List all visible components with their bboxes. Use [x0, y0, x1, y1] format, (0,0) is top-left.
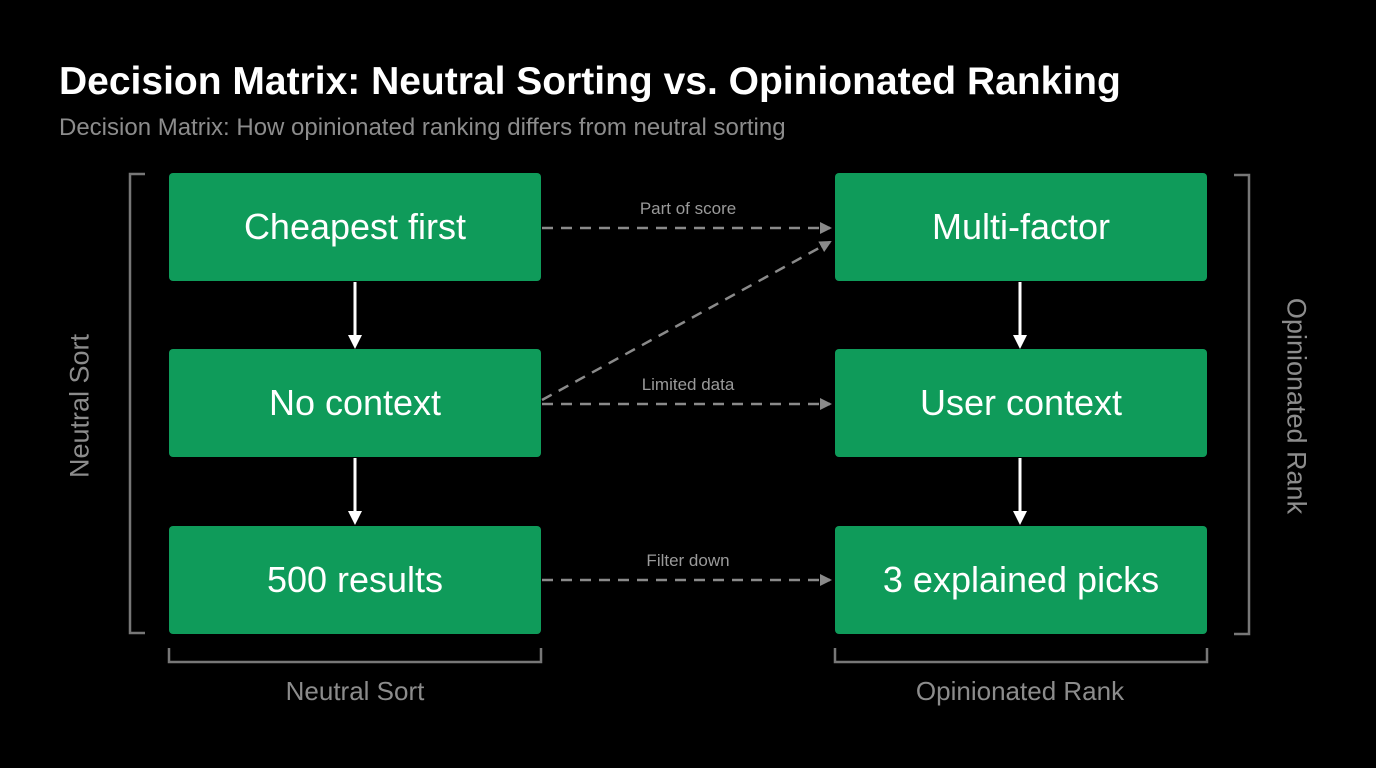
node-3-explained-picks: 3 explained picks	[835, 526, 1207, 634]
node-multi-factor: Multi-factor	[835, 173, 1207, 281]
right-side-bracket	[1234, 173, 1251, 636]
right-bottom-bracket	[833, 648, 1209, 664]
left-bottom-bracket	[167, 648, 543, 664]
node-cheapest-first: Cheapest first	[169, 173, 541, 281]
page-title: Decision Matrix: Neutral Sorting vs. Opi…	[59, 60, 1121, 103]
page-subtitle: Decision Matrix: How opinionated ranking…	[59, 114, 786, 141]
left-group-label: Neutral Sort	[285, 676, 425, 706]
left-side-bracket	[128, 172, 145, 635]
edge-label-part-of-score: Part of score	[639, 199, 737, 218]
node-user-context: User context	[835, 349, 1207, 457]
node-no-context: No context	[169, 349, 541, 457]
edge-label-filter-down: Filter down	[646, 551, 730, 570]
edge-label-limited-data: Limited data	[641, 375, 735, 394]
right-side-label: Opinionated Rank	[1281, 297, 1312, 515]
right-group-label: Opinionated Rank	[915, 676, 1125, 706]
left-side-label: Neutral Sort	[64, 333, 95, 479]
edge-nocontext-to-multifactor	[541, 240, 832, 402]
node-500-results: 500 results	[169, 526, 541, 634]
